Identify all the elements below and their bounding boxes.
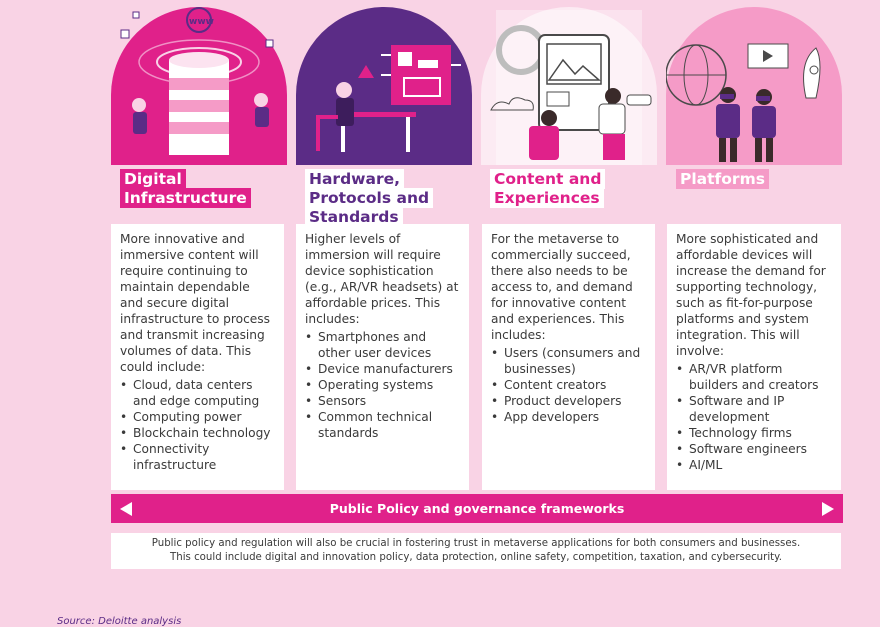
list-item: Device manufacturers [305,361,461,377]
content-illustration [481,0,657,165]
policy-note: Public policy and regulation will also b… [111,533,841,569]
column-card-hardware: Higher levels of immersion will require … [296,224,469,490]
card-list: Smartphones and other user devices Devic… [305,329,461,441]
list-item: AI/ML [676,457,833,473]
list-item: Users (consumers and businesses) [491,345,647,377]
svg-text:www: www [189,17,214,27]
column-card-content: For the metaverse to commercially succee… [482,224,655,490]
column-card-digital-infrastructure: More innovative and immersive content wi… [111,224,284,490]
list-item: Connectivity infrastructure [120,441,276,473]
policy-note-line-1: Public policy and regulation will also b… [151,538,801,549]
list-item: Technology firms [676,425,833,441]
card-list: AR/VR platform builders and creators Sof… [676,361,833,473]
card-list: Cloud, data centers and edge computing C… [120,377,276,473]
list-item: Computing power [120,409,276,425]
list-item: AR/VR platform builders and creators [676,361,833,393]
list-item: Common technical standards [305,409,461,441]
policy-banner-label: Public Policy and governance frameworks [329,501,625,516]
column-card-platforms: More sophisticated and affordable device… [667,224,841,490]
hardware-illustration [296,0,472,165]
list-item: Content creators [491,377,647,393]
list-item: Software engineers [676,441,833,457]
card-intro: Higher levels of immersion will require … [305,232,459,326]
list-item: Product developers [491,393,647,409]
policy-note-line-2: This could include digital and innovatio… [170,552,782,563]
triangle-left-icon [111,494,141,523]
list-item: Sensors [305,393,461,409]
column-title-digital-infrastructure: Digital Infrastructure [120,169,270,208]
platforms-illustration [666,0,842,165]
policy-banner: Public Policy and governance frameworks [111,494,843,523]
column-title-content: Content and Experiences [490,169,610,208]
list-item: Cloud, data centers and edge computing [120,377,276,409]
card-intro: For the metaverse to commercially succee… [491,232,633,342]
triangle-right-icon [813,494,843,523]
list-item: Blockchain technology [120,425,276,441]
column-title-platforms: Platforms [676,169,826,189]
column-title-hardware: Hardware, Protocols and Standards [305,169,475,227]
card-intro: More innovative and immersive content wi… [120,232,271,374]
source-caption: Source: Deloitte analysis [57,616,182,627]
card-intro: More sophisticated and affordable device… [676,232,826,358]
list-item: App developers [491,409,647,425]
digital-infrastructure-illustration: www [111,0,287,165]
list-item: Smartphones and other user devices [305,329,461,361]
card-list: Users (consumers and businesses) Content… [491,345,647,425]
list-item: Operating systems [305,377,461,393]
list-item: Software and IP development [676,393,833,425]
